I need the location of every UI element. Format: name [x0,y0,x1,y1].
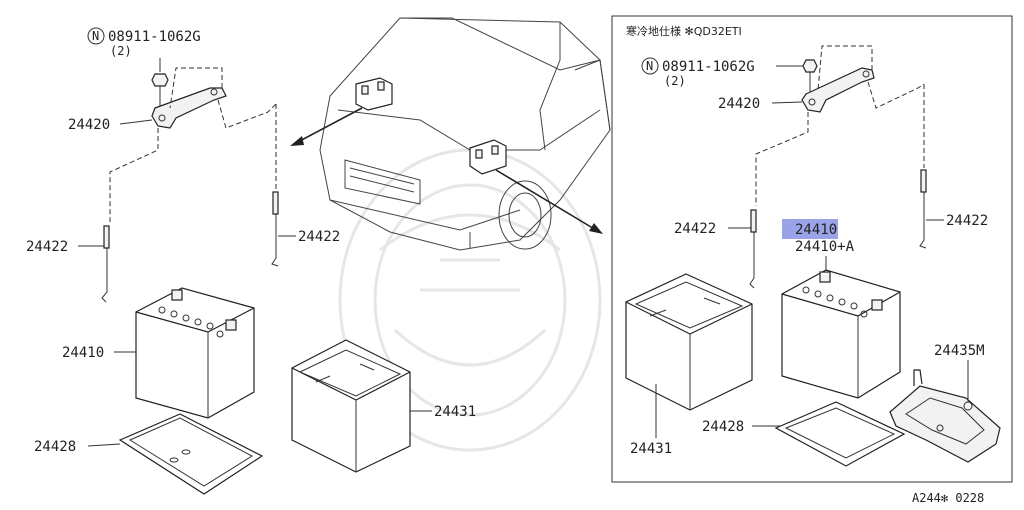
battery-clamp-left [151,87,227,129]
nut-callout-right[interactable]: N 08911-1062G (2) [641,57,804,88]
battery-tray-left [118,413,264,495]
callout-battery-right-selected[interactable]: 24410 [782,219,838,239]
nut-symbol-left: N [92,29,99,43]
hook-rod-right-b [919,170,927,249]
callout-rod-left-a[interactable]: 24422 [26,239,104,255]
callout-rod-right-b[interactable]: 24422 [926,213,988,229]
label-rod-left-a: 24422 [26,239,68,255]
battery-clamp-right [801,67,875,113]
callout-battery-right-alt[interactable]: 24410+A [795,239,855,272]
selected-part-highlight [782,219,838,239]
variant-note: 寒冷地仕様 ✻QD32ETI [626,24,742,38]
hook-rod-right-a [749,210,755,289]
label-cover-center: 24431 [434,404,476,420]
label-nut-left: 08911-1062G [108,29,201,45]
label-cover-right: 24431 [630,441,672,457]
label-battery-right-alt: 24410+A [795,239,855,255]
callout-bracket-right[interactable]: 24435M [934,343,985,402]
callout-tray-right[interactable]: 24428 [702,419,780,435]
hook-rod-left-a [101,226,108,303]
label-rod-right-b: 24422 [946,213,988,229]
callout-clamp-right[interactable]: 24420 [718,96,803,112]
callout-cover-right[interactable]: 24431 [630,384,672,457]
label-tray-right: 24428 [702,419,744,435]
nut-left [151,73,169,87]
battery-right [781,269,901,399]
label-bracket-right: 24435M [934,343,985,359]
label-nut-left-qty: (2) [110,44,132,58]
label-nut-right-qty: (2) [664,74,686,88]
callout-tray-left[interactable]: 24428 [34,439,121,455]
callout-cover-center[interactable]: 24431 [410,404,476,420]
label-rod-left-b: 24422 [298,229,340,245]
callout-rod-left-b[interactable]: 24422 [278,229,340,245]
label-battery-right-selected: 24410 [795,222,837,238]
battery-bracket-right [889,369,1001,463]
vehicle-front-illustration [319,17,611,251]
diagram-reference: A244✻ 0228 [912,491,984,505]
battery-left [135,287,255,419]
callout-battery-left[interactable]: 24410 [62,345,136,361]
battery-cover-right [625,273,753,411]
label-clamp-left: 24420 [68,117,110,133]
battery-tray-right [774,401,906,467]
variant-frame [611,15,1013,483]
label-tray-left: 24428 [34,439,76,455]
arrow-to-right-group [495,169,603,234]
arrow-to-left-group [290,107,363,146]
hook-rod-left-b [271,192,279,267]
callout-clamp-left[interactable]: 24420 [68,117,153,133]
battery-cover-center [291,339,411,473]
callout-rod-right-a[interactable]: 24422 [674,221,751,237]
nut-symbol-right: N [646,59,653,73]
label-battery-left: 24410 [62,345,104,361]
nut-right [802,59,818,73]
label-rod-right-a: 24422 [674,221,716,237]
nut-callout-left[interactable]: N 08911-1062G (2) [87,27,201,72]
label-clamp-right: 24420 [718,96,760,112]
label-nut-right: 08911-1062G [662,59,755,75]
